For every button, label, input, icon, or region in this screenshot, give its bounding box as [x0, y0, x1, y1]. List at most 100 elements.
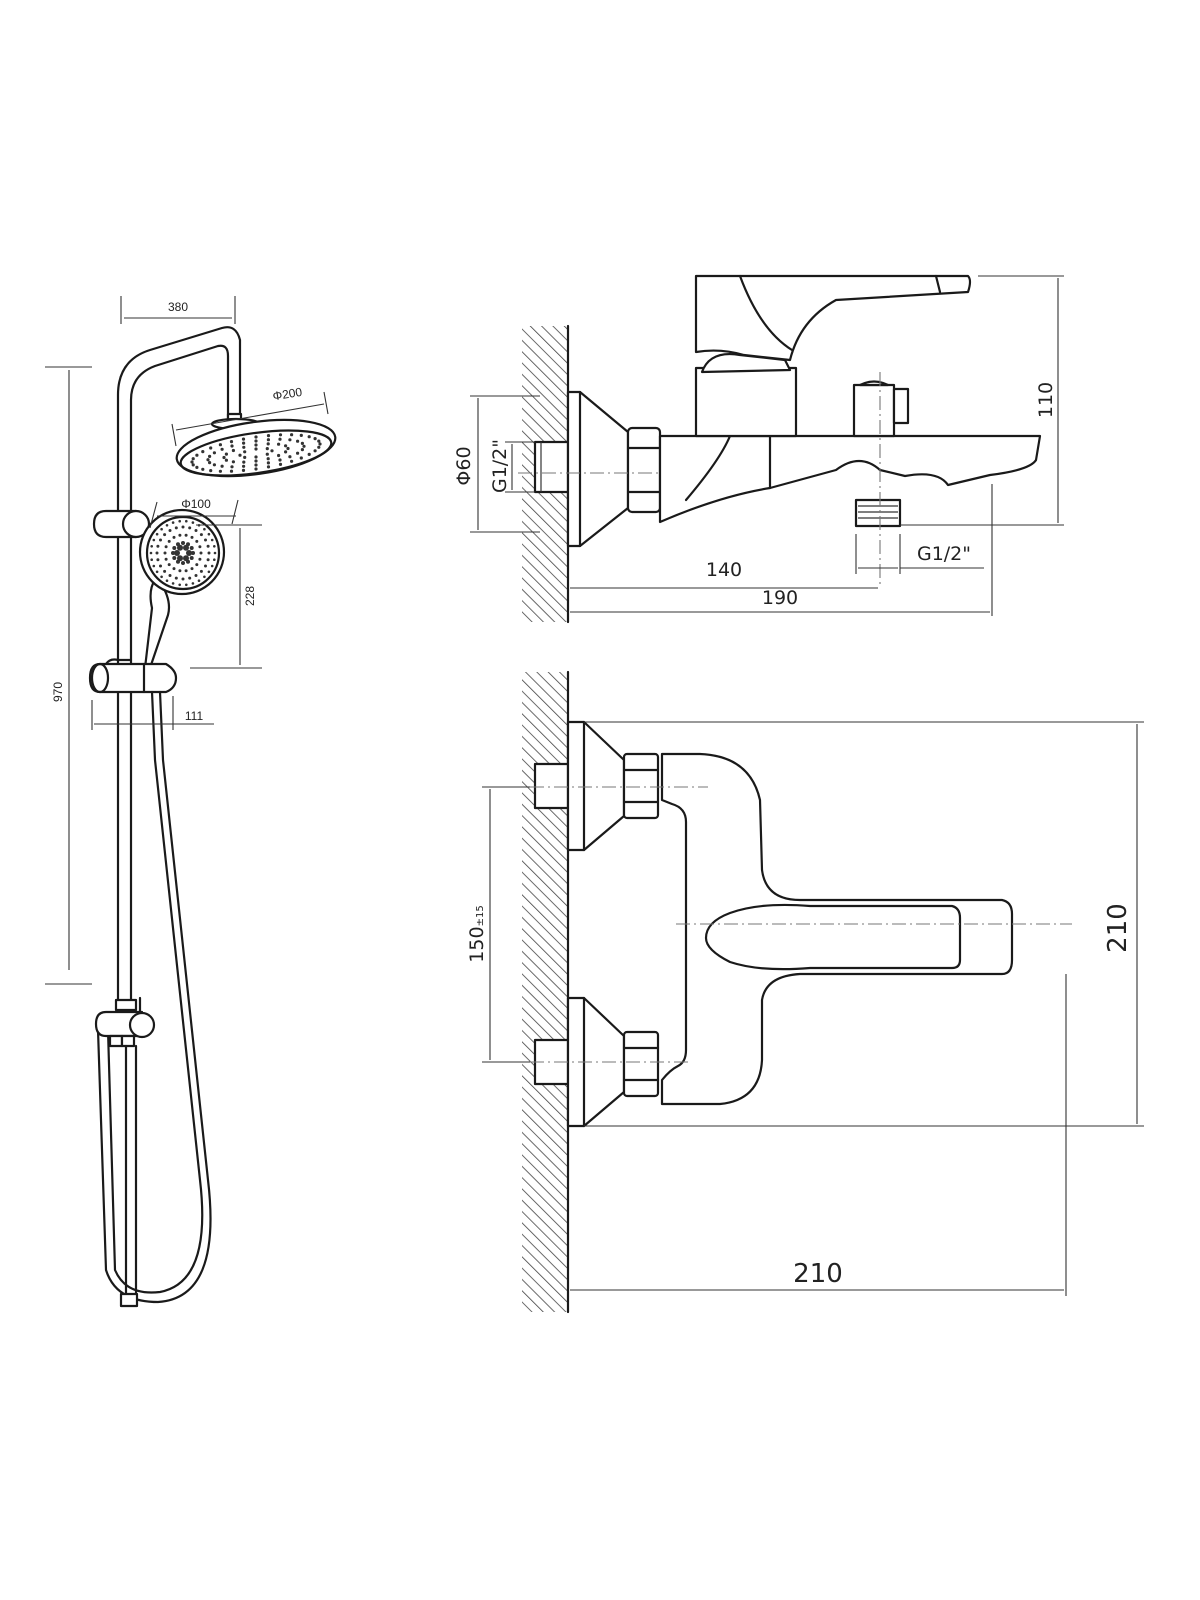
outlet-thread — [854, 498, 902, 528]
spray-hole — [198, 557, 202, 561]
spray-hole — [277, 442, 281, 446]
spray-hole — [277, 453, 281, 458]
spray-hole — [254, 435, 258, 439]
label-arm-reach: 380 — [168, 300, 188, 314]
mixer-body — [658, 434, 1042, 524]
spray-hole — [210, 564, 214, 568]
spray-hole — [172, 556, 177, 560]
dim-height: 110 — [900, 275, 1064, 526]
mixer-top-view: 150±15 210 210 — [466, 670, 1144, 1314]
spray-hole — [160, 527, 163, 531]
spray-hole — [199, 569, 203, 573]
spray-hole — [206, 558, 210, 562]
inlet-pipe-upper — [533, 762, 570, 810]
spray-hole — [290, 433, 294, 437]
spray-hole — [209, 469, 213, 473]
label-hand-shower-diameter: Φ100 — [181, 497, 211, 511]
spray-hole — [181, 577, 185, 581]
dim-arm-reach: 380 — [120, 296, 236, 324]
spray-hole — [178, 569, 182, 573]
spray-hole — [181, 525, 185, 529]
spray-hole — [184, 569, 188, 573]
spray-hole — [150, 545, 153, 548]
spray-hole — [242, 464, 246, 468]
spray-hole — [203, 575, 206, 579]
spray-hole — [178, 533, 182, 537]
spray-hole — [189, 556, 194, 560]
lever-handle — [694, 274, 972, 362]
spray-hole — [171, 582, 175, 585]
spray-hole — [266, 434, 271, 438]
spray-hole — [185, 519, 188, 523]
spray-hole — [218, 443, 222, 447]
dim-hand-shower-diameter: Φ100 — [149, 497, 239, 529]
spray-hole — [210, 538, 214, 542]
inlet-spacing-value: 150 — [466, 926, 488, 962]
spray-hole — [270, 449, 274, 453]
spray-hole — [241, 437, 246, 441]
spray-hole — [198, 545, 202, 549]
spray-hole — [191, 521, 195, 524]
label-holder-depth: 111 — [185, 709, 204, 723]
hand-shower — [138, 508, 226, 670]
spray-hole — [224, 458, 228, 462]
rain-shower-head — [175, 418, 337, 478]
dim-depth: 210 — [584, 721, 1144, 1127]
spray-hole — [241, 468, 246, 472]
spray-hole — [307, 435, 311, 439]
spray-hole — [171, 551, 175, 555]
spray-hole — [242, 460, 246, 464]
spray-hole — [174, 526, 178, 530]
spray-hole — [207, 551, 211, 555]
spray-hole — [238, 453, 242, 457]
spray-hole — [213, 551, 217, 555]
spray-hole — [174, 550, 180, 556]
lever-cartridge — [694, 274, 972, 438]
diverter-knob — [852, 380, 910, 438]
spray-hole — [186, 542, 190, 547]
spray-hole — [204, 564, 207, 568]
dim-inlet-thread: G1/2" — [489, 439, 535, 493]
spray-hole — [159, 564, 162, 568]
spray-hole — [204, 538, 207, 542]
spray-hole — [206, 544, 210, 548]
label-outlet-distance: 140 — [706, 559, 742, 581]
spray-hole — [299, 456, 303, 460]
mixer-side-view: Φ60 G1/2" G1/2" 140 190 110 — [453, 274, 1064, 624]
dim-total-height: 970 — [45, 366, 92, 985]
spray-hole — [266, 457, 270, 461]
spray-hole — [190, 460, 194, 464]
spray-hole — [201, 467, 205, 471]
shower-hose-outer — [106, 690, 204, 1294]
spray-hole — [284, 450, 288, 454]
spray-hole — [286, 446, 290, 451]
dim-flange-diameter: Φ60 — [453, 395, 540, 533]
label-spout-length: 190 — [762, 587, 798, 609]
dim-spout-length: 190 — [570, 484, 993, 616]
spray-hole — [163, 533, 167, 537]
label-inlet-spacing: 150±15 — [466, 905, 488, 962]
spray-hole — [191, 582, 195, 585]
upper-wall-bracket — [92, 509, 151, 539]
spray-hole — [208, 454, 212, 458]
spray-hole — [266, 461, 270, 465]
dim-inlet-spacing: 150±15 — [466, 786, 530, 1063]
spray-hole — [174, 576, 178, 580]
spray-hole — [164, 545, 168, 549]
dim-hand-shower-height: 228 — [190, 524, 262, 669]
riser-end-cap — [119, 1292, 139, 1308]
spray-hole — [254, 463, 258, 467]
spray-hole — [296, 451, 300, 455]
spray-hole — [195, 563, 199, 567]
hex-nut — [626, 426, 662, 514]
spray-hole — [199, 533, 203, 537]
spray-hole — [197, 579, 201, 582]
spray-hole — [177, 555, 183, 562]
spray-hole — [168, 529, 172, 532]
spray-hole — [160, 575, 163, 579]
spray-hole — [218, 469, 222, 473]
spray-hole — [212, 463, 216, 467]
spray-hole — [222, 455, 226, 460]
label-rain-head-diameter: Φ200 — [272, 385, 304, 404]
spray-hole — [299, 433, 303, 437]
